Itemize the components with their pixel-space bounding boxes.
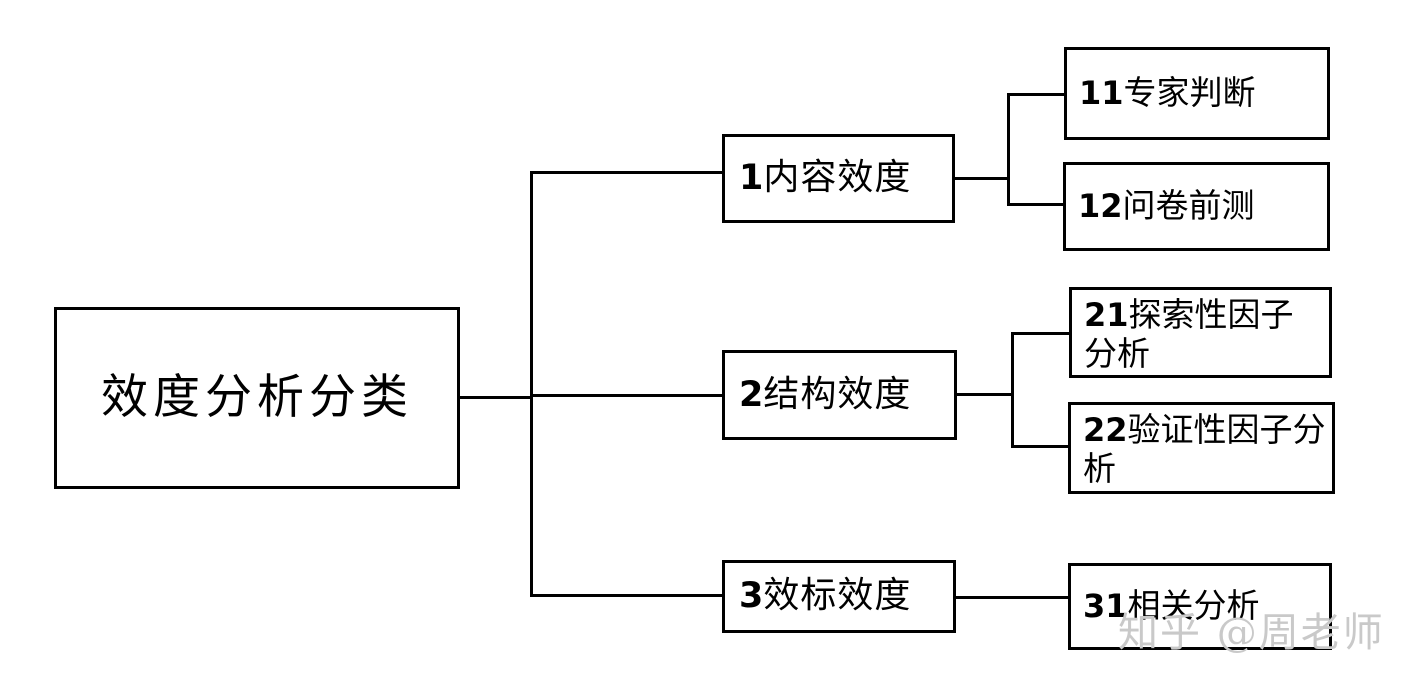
- node-child-12-number: 12: [1078, 187, 1123, 226]
- node-branch-1-name: 内容效度: [763, 157, 912, 199]
- connector-branch-1-to-child-11: [1007, 93, 1065, 96]
- node-child-21-number: 21: [1084, 296, 1129, 334]
- node-branch-2-number: 2: [739, 374, 764, 415]
- node-child-22-name: 验证性因子分析: [1083, 410, 1326, 488]
- node-root-validity-classification[interactable]: 效度分析分类: [54, 307, 460, 489]
- connector-main-trunk: [530, 171, 533, 597]
- connector-branch-2-to-child-22: [1011, 445, 1070, 448]
- node-branch-criterion-validity[interactable]: 3效标效度: [722, 560, 956, 633]
- node-child-correlation-analysis[interactable]: 31相关分析: [1068, 563, 1332, 650]
- connector-trunk-to-branch-2: [530, 394, 724, 397]
- connector-branch-1-stub: [955, 177, 1010, 180]
- node-branch-2-label: 2结构效度: [725, 373, 954, 415]
- node-branch-1-label: 1内容效度: [725, 158, 952, 198]
- connector-branch-2-trunk: [1011, 332, 1014, 448]
- node-branch-content-validity[interactable]: 1内容效度: [722, 134, 955, 223]
- node-child-31-name: 相关分析: [1127, 586, 1260, 626]
- connector-root-to-trunk: [460, 396, 533, 399]
- node-branch-2-name: 结构效度: [763, 373, 912, 415]
- node-child-21-label: 21探索性因子分析: [1072, 290, 1329, 374]
- node-branch-construct-validity[interactable]: 2结构效度: [722, 350, 957, 440]
- node-child-exploratory-factor-analysis[interactable]: 21探索性因子分析: [1069, 287, 1332, 378]
- connector-branch-2-to-child-21: [1011, 332, 1071, 335]
- connector-branch-1-trunk: [1007, 93, 1010, 206]
- node-child-11-name: 专家判断: [1123, 73, 1256, 113]
- node-child-22-label: 22验证性因子分析: [1071, 405, 1332, 489]
- node-child-11-number: 11: [1079, 74, 1124, 113]
- connector-branch-1-to-child-12: [1007, 203, 1065, 206]
- node-child-31-number: 31: [1083, 587, 1128, 626]
- connector-trunk-to-branch-3: [530, 594, 724, 597]
- node-child-12-name: 问卷前测: [1122, 186, 1255, 226]
- node-child-expert-judgment[interactable]: 11专家判断: [1064, 47, 1330, 140]
- node-branch-3-number: 3: [739, 576, 764, 617]
- node-child-11-label: 11专家判断: [1067, 73, 1327, 113]
- node-child-12-label: 12问卷前测: [1066, 186, 1327, 226]
- node-branch-3-label: 3效标效度: [725, 576, 953, 616]
- node-branch-1-number: 1: [739, 158, 764, 199]
- node-child-questionnaire-pretest[interactable]: 12问卷前测: [1063, 162, 1330, 251]
- connector-branch-2-stub: [957, 393, 1013, 396]
- connector-trunk-to-branch-1: [530, 171, 724, 174]
- node-child-31-label: 31相关分析: [1071, 586, 1329, 626]
- node-child-22-number: 22: [1083, 411, 1128, 449]
- node-child-21-name: 探索性因子分析: [1084, 295, 1294, 373]
- connector-branch-3-to-child-31: [956, 596, 1069, 599]
- node-root-label: 效度分析分类: [101, 369, 413, 425]
- node-branch-3-name: 效标效度: [763, 575, 912, 617]
- node-child-confirmatory-factor-analysis[interactable]: 22验证性因子分析: [1068, 402, 1335, 494]
